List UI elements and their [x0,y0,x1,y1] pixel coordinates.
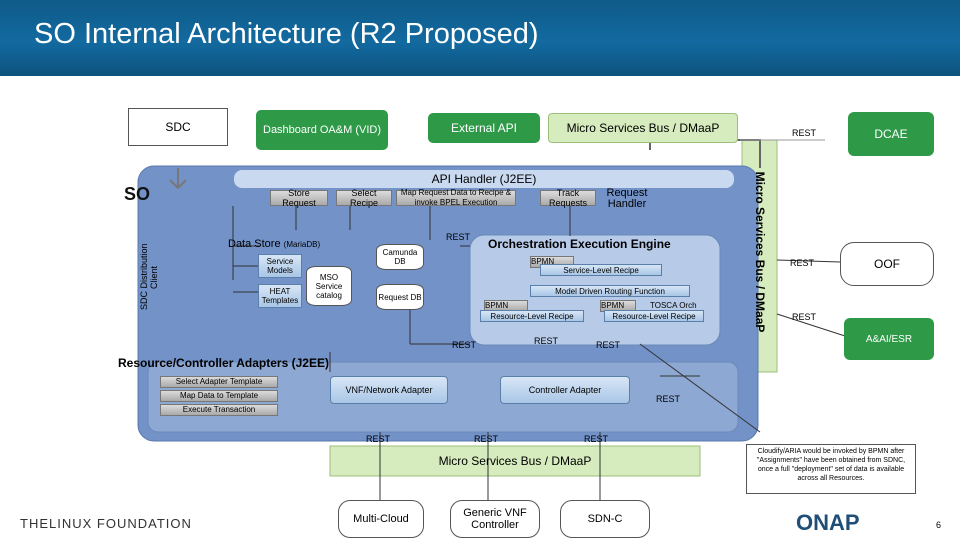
rest-controller-label: REST [656,394,681,404]
msb-top-bar: Micro Services Bus / DMaaP [548,113,738,143]
slide-title: SO Internal Architecture (R2 Proposed) [34,18,539,50]
oof-box: OOF [840,242,934,286]
execute-transaction-box: Execute Transaction [160,404,278,416]
vnf-network-adapter: VNF/Network Adapter [330,376,448,404]
controller-adapter: Controller Adapter [500,376,630,404]
resource-recipe-box: Resource-Level Recipe [480,310,584,322]
msb-vertical-label: Micro Services Bus / DMaaP [753,171,767,333]
dcae-box: DCAE [848,112,934,156]
cloudify-note: Cloudify/ARIA would be invoked by BPMN a… [746,444,916,494]
linux-foundation-logo: THELINUX FOUNDATION [20,516,192,531]
map-request-box: Map Request Data to Recipe & invoke BPEL… [396,188,516,207]
rest-bottom-3: REST [584,434,609,444]
select-adapter-box: Select Adapter Template [160,376,278,388]
rest-oof-label: REST [790,258,815,268]
select-recipe-box: Select Recipe [336,188,392,208]
title-bar [0,0,960,76]
rest-aai-label: REST [792,312,817,322]
rest-dcae-label: REST [792,128,817,138]
rest-bottom-1: REST [366,434,391,444]
service-models-box: Service Models [258,254,302,278]
aai-esr-box: A&AI/ESR [844,318,934,360]
adapters-title: Resource/Controller Adapters (J2EE) [118,356,329,370]
track-requests-box: Track Requests [540,188,596,208]
so-label: SO [124,184,151,204]
sdnc-box: SDN-C [560,500,650,538]
msb-bottom-label: Micro Services Bus / DMaaP [438,454,592,468]
multicloud-box: Multi-Cloud [338,500,424,538]
rest-bottom-2: REST [474,434,499,444]
data-store-label: Data Store (MariaDB) [228,238,321,250]
model-driven-box: Model Driven Routing Function [530,285,690,297]
dashboard-box: Dashboard OA&M (VID) [256,110,388,150]
heat-templates-box: HEAT Templates [258,284,302,308]
tosca-orch-label: TOSCA Orch [650,301,697,310]
request-db: Request DB [376,284,424,310]
sdc-distribution-client: SDC Distribution Client [139,243,159,311]
service-recipe-box: Service-Level Recipe [540,264,662,276]
tosca-recipe-box: Resource-Level Recipe [604,310,704,322]
request-handler-label: Request Handler [606,187,648,210]
onap-logo: ONAP [796,510,860,535]
generic-vnf-box: Generic VNF Controller [450,500,540,538]
rest-a-label: REST [452,340,477,350]
sdc-box: SDC [128,108,228,146]
camunda-db: Camunda DB [376,244,424,270]
external-api-box: External API [428,113,540,143]
rest-b-label: REST [534,336,559,346]
mso-catalog-db: MSO Service catalog [306,266,352,306]
orch-engine-title: Orchestration Execution Engine [488,237,671,251]
map-data-box: Map Data to Template [160,390,278,402]
store-request-box: Store Request [270,188,328,208]
rest-engine-label: REST [446,232,471,242]
page-number: 6 [936,520,942,530]
rest-c-label: REST [596,340,621,350]
api-handler-bar: API Handler (J2EE) [234,170,734,188]
